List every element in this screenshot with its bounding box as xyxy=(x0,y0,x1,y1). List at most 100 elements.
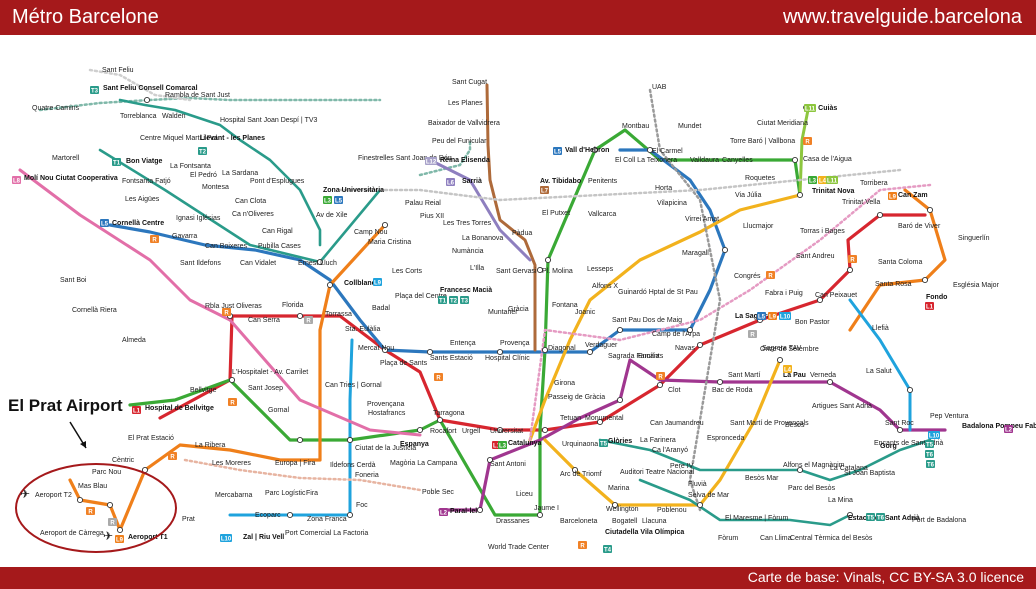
station-label-navas[interactable]: Navas xyxy=(675,345,695,352)
station-label-finestrelles[interactable]: Finestrelles Sant Joan de Déu xyxy=(358,155,452,162)
station-label-can-serra[interactable]: Can Serra xyxy=(248,317,280,324)
station-label-les-aigues[interactable]: Les Aigües xyxy=(125,196,160,203)
station-dot[interactable] xyxy=(76,496,84,504)
station-label-liceu[interactable]: Liceu xyxy=(516,491,533,498)
station-label-martorell[interactable]: Martorell xyxy=(52,155,80,162)
station-label-pl-molina[interactable]: Pl. Molina xyxy=(542,268,573,275)
station-label-gorg[interactable]: Gorg xyxy=(880,443,897,450)
station-dot[interactable] xyxy=(596,418,604,426)
station-label-rocafort[interactable]: Rocafort xyxy=(430,428,457,435)
station-label-hospital-bellvitge[interactable]: Hospital de Bellvitge xyxy=(145,405,214,412)
station-label-uab[interactable]: UAB xyxy=(652,84,667,91)
station-label-can-vidalet[interactable]: Can Vidalet xyxy=(240,260,276,267)
station-label-ciutadella[interactable]: Ciutadella Vila Olímpica xyxy=(605,529,684,536)
station-label-bogatell[interactable]: Bogatell xyxy=(612,518,638,525)
station-label-catalunya[interactable]: Catalunya xyxy=(508,440,542,447)
station-label-rbla-just-oliveras[interactable]: Rbla Just Oliveras xyxy=(205,303,262,310)
station-label-torras-bages[interactable]: Torras i Bages xyxy=(800,228,845,235)
station-label-prat-label[interactable]: Prat xyxy=(182,516,195,523)
station-dot[interactable] xyxy=(571,466,579,474)
station-label-barceloneta[interactable]: Barceloneta xyxy=(560,518,597,525)
station-label-sant-roc[interactable]: Sant Roc xyxy=(885,420,914,427)
station-label-ernest-lluch[interactable]: Ernest Lluch xyxy=(298,260,337,267)
station-label-passeig-gracia[interactable]: Passeig de Gràcia xyxy=(548,394,605,401)
station-label-vernada[interactable]: Verneda xyxy=(810,372,836,379)
station-dot[interactable] xyxy=(346,511,354,519)
station-label-vallcarca[interactable]: Vallcarca xyxy=(588,211,616,218)
station-label-gavarra[interactable]: Gavarra xyxy=(172,233,197,240)
station-label-torre-baro[interactable]: Torre Baró | Vallbona xyxy=(730,138,795,145)
station-label-mas-blau[interactable]: Mas Blau xyxy=(78,483,107,490)
station-label-entenca[interactable]: Entença xyxy=(450,340,476,347)
station-label-glories[interactable]: Glòries xyxy=(608,438,632,445)
station-label-la-salut[interactable]: La Salut xyxy=(866,368,892,375)
station-label-sant-andreu[interactable]: Sant Andreu xyxy=(796,253,835,260)
station-label-la-mina[interactable]: La Mina xyxy=(828,497,853,504)
station-label-centre-miquel[interactable]: Centre Miquel Martí i Pol xyxy=(140,135,217,142)
station-dot[interactable] xyxy=(921,276,929,284)
station-dot[interactable] xyxy=(696,501,704,509)
station-dot[interactable] xyxy=(816,296,824,304)
station-label-encants[interactable]: Encants xyxy=(638,353,664,360)
station-label-wellington[interactable]: Wellington xyxy=(606,506,639,513)
station-label-hospital-sant-joan-despi[interactable]: Hospital Sant Joan Despí | TV3 xyxy=(220,117,318,124)
station-label-sant-antoni[interactable]: Sant Antoni xyxy=(490,461,526,468)
station-dot[interactable] xyxy=(591,146,599,154)
station-dot[interactable] xyxy=(926,206,934,214)
station-label-l-illa[interactable]: L'Illa xyxy=(470,265,484,272)
station-label-guinardo[interactable]: Guinardó Hptal de St Pau xyxy=(618,289,698,296)
station-dot[interactable] xyxy=(326,281,334,289)
station-label-parallel[interactable]: Paral·lel xyxy=(450,508,477,515)
station-label-llucmajor[interactable]: Llucmajor xyxy=(743,223,774,230)
station-label-fontana[interactable]: Fontana xyxy=(552,302,578,309)
station-dot[interactable] xyxy=(381,346,389,354)
station-label-zona-franca[interactable]: Zona Franca xyxy=(307,516,347,523)
station-label-baixador[interactable]: Baixador de Vallvidrera xyxy=(428,120,500,127)
station-label-llacuna[interactable]: Llacuna xyxy=(642,518,667,525)
station-label-cornella-centre[interactable]: Cornellà Centre xyxy=(112,220,164,227)
station-dot[interactable] xyxy=(476,506,484,514)
station-label-reina-elisenda[interactable]: Reina Elisenda xyxy=(440,157,490,164)
station-label-sant-joan-baptista[interactable]: St Joan Baptista xyxy=(844,470,895,477)
station-label-parc-logistic[interactable]: Parc Logístic xyxy=(265,490,306,497)
station-label-gornal[interactable]: Gornal xyxy=(268,407,289,414)
station-label-trinitat-nova[interactable]: Trinitat Nova xyxy=(812,188,855,195)
station-dot[interactable] xyxy=(796,466,804,474)
station-label-verdaguer[interactable]: Verdaguer xyxy=(585,342,618,349)
station-label-sagrada-familia[interactable]: Sagrada Família xyxy=(608,353,659,360)
station-dot[interactable] xyxy=(896,426,904,434)
station-label-sant-gervasi[interactable]: Sant Gervasi xyxy=(496,268,537,275)
station-label-badalona-pompeu[interactable]: Badalona Pompeu Fabra xyxy=(962,423,1036,430)
station-label-bon-viatge[interactable]: Bon Viatge xyxy=(126,158,163,165)
station-dot[interactable] xyxy=(228,376,236,384)
station-label-tarragona[interactable]: Tarragona xyxy=(433,410,465,417)
station-label-clot[interactable]: Clot xyxy=(668,387,681,394)
station-label-ciutat-meridiana[interactable]: Ciutat Meridiana xyxy=(757,120,808,127)
station-label-roquetes[interactable]: Roquetes xyxy=(745,175,775,182)
station-label-can-rigal[interactable]: Can Rigal xyxy=(262,228,293,235)
station-label-zal-riu-vell[interactable]: Zal | Riu Vell xyxy=(243,534,284,541)
station-label-jaume-i[interactable]: Jaume I xyxy=(534,505,559,512)
station-label-moli-nou[interactable]: Molí Nou Ciutat Cooperativa xyxy=(24,175,118,182)
station-label-world-trade[interactable]: World Trade Center xyxy=(488,544,550,551)
station-label-canyelles[interactable]: Canyelles xyxy=(722,157,753,164)
station-label-sant-feliu-top[interactable]: Sant Feliu xyxy=(102,67,134,74)
station-label-urquinaona[interactable]: Urquinaona xyxy=(562,441,598,448)
station-label-joanic[interactable]: Joanic xyxy=(575,309,596,316)
station-label-onze-setembre[interactable]: Onze de Setembre xyxy=(760,346,819,353)
station-label-parc-nou[interactable]: Parc Nou xyxy=(92,469,121,476)
station-label-sant-boi[interactable]: Sant Boi xyxy=(60,277,87,284)
station-label-ignasi-iglesias[interactable]: Ignasi Iglésias xyxy=(176,215,221,222)
station-label-torribera[interactable]: Torribera xyxy=(860,180,888,187)
station-label-alfons-magnanim[interactable]: Alfons el Magnànim xyxy=(783,462,845,469)
station-dot[interactable] xyxy=(616,326,624,334)
station-label-espronceda[interactable]: Espronceda xyxy=(707,435,744,442)
station-dot[interactable] xyxy=(541,346,549,354)
station-label-pere-iv[interactable]: Pere IV xyxy=(670,463,694,470)
station-dot[interactable] xyxy=(586,348,594,356)
station-label-la-catalana[interactable]: La Catalana xyxy=(830,465,868,472)
station-label-port-comercial[interactable]: Port Comercial La Factoria xyxy=(285,530,368,537)
station-label-sagrera-tav[interactable]: Sagrera TAV xyxy=(762,345,802,352)
station-label-collblanc[interactable]: Collblanc xyxy=(344,280,376,287)
station-label-tetuan[interactable]: Tetuan xyxy=(560,415,581,422)
